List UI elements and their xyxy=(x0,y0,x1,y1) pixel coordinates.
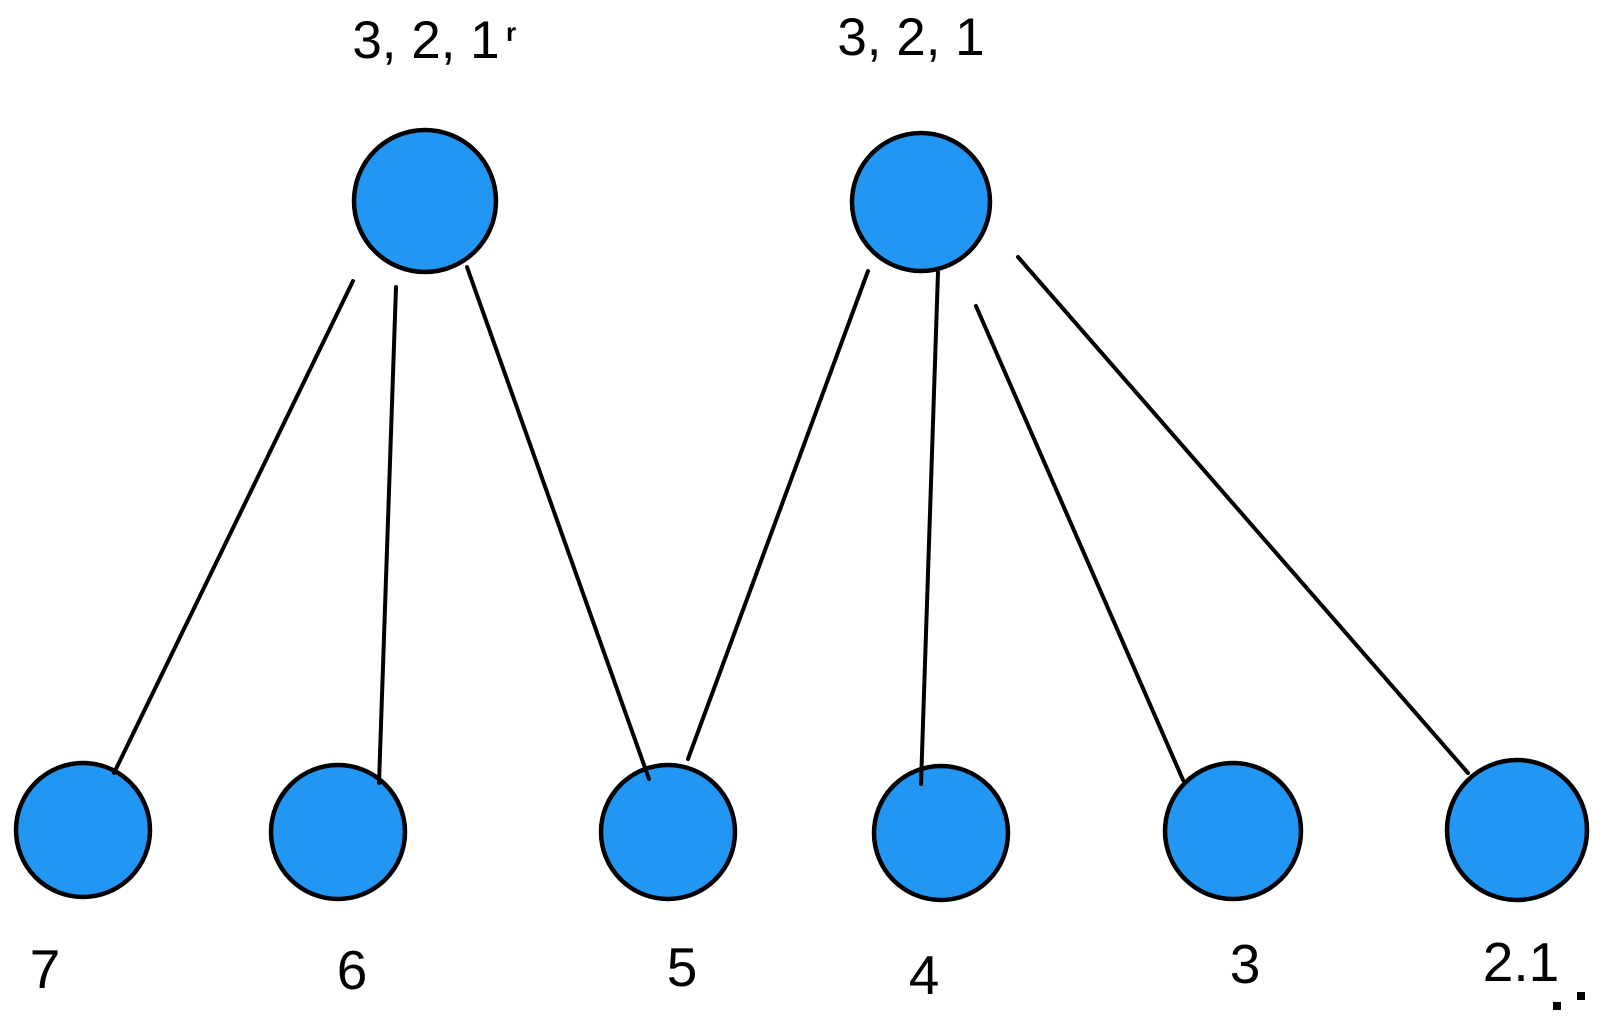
node-label-3: 3 xyxy=(1230,933,1261,995)
edge-top-left-6 xyxy=(377,285,398,785)
node-label-2-1: 2.1 xyxy=(1483,931,1559,993)
node-7 xyxy=(13,760,153,900)
node-5 xyxy=(598,762,738,902)
edge-top-left-5 xyxy=(465,265,651,781)
edge-top-right-4 xyxy=(919,270,940,786)
ellipsis-dot-1 xyxy=(1553,1002,1561,1010)
node-label-4: 4 xyxy=(909,944,940,1006)
prime-mark: r xyxy=(506,17,516,47)
node-top-left xyxy=(351,127,499,275)
node-label-top-left: 3, 2, 1 xyxy=(352,11,499,70)
ellipsis-dot-2 xyxy=(1577,992,1585,1000)
node-6 xyxy=(268,762,408,902)
node-label-7: 7 xyxy=(30,938,61,1000)
edge-top-right-5 xyxy=(686,269,870,761)
node-3 xyxy=(1162,760,1304,902)
node-label-5: 5 xyxy=(667,936,698,998)
edge-top-left-7 xyxy=(112,279,355,775)
node-label-6: 6 xyxy=(337,939,368,1001)
node-2-1 xyxy=(1444,757,1590,903)
edge-top-right-3 xyxy=(974,304,1185,782)
node-top-right xyxy=(849,130,993,274)
node-label-top-right: 3, 2, 1 xyxy=(837,8,984,67)
node-4 xyxy=(871,763,1011,903)
edge-top-right-2-1 xyxy=(1016,255,1470,775)
